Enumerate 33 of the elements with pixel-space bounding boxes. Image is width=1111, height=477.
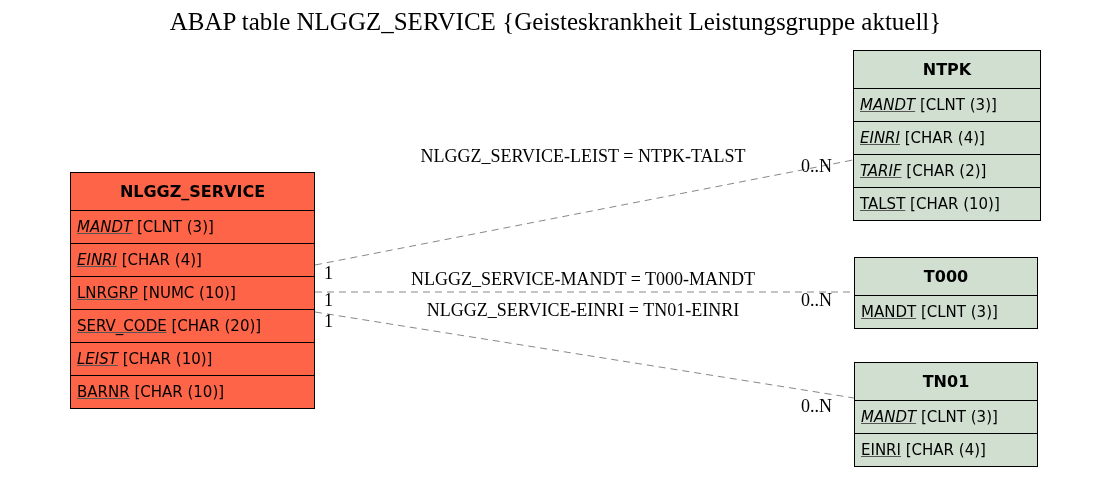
cardinality-label: 0..N (801, 396, 832, 416)
field-label: MANDT [CLNT (3)] (861, 304, 998, 320)
field-label: LNRGRP [NUMC (10)] (77, 285, 236, 301)
table-box (854, 362, 1038, 467)
cardinality-label: 0..N (801, 156, 832, 176)
table-name: NLGGZ_SERVICE (119, 183, 266, 200)
table-name: NTPK (922, 61, 972, 78)
cardinality-label: 1 (324, 263, 333, 283)
cardinality-label: 1 (324, 290, 333, 310)
field-label: EINRI [CHAR (4)] (77, 252, 202, 268)
table-box (70, 172, 315, 409)
cardinality-label: 0..N (801, 290, 832, 310)
connector-line (314, 159, 854, 266)
table-box (854, 257, 1038, 329)
field-label: TALST [CHAR (10)] (860, 196, 1000, 212)
field-label: MANDT [CLNT (3)] (861, 409, 998, 425)
cardinality-label: 1 (324, 311, 333, 331)
table-name: TN01 (922, 373, 970, 390)
edge-label: NLGGZ_SERVICE-LEIST = NTPK-TALST (420, 146, 746, 166)
field-label: MANDT [CLNT (3)] (860, 97, 997, 113)
field-label: SERV_CODE [CHAR (20)] (77, 318, 262, 334)
field-label: EINRI [CHAR (4)] (861, 442, 986, 458)
table-box (853, 50, 1041, 221)
edge-label: NLGGZ_SERVICE-EINRI = TN01-EINRI (426, 300, 740, 320)
edge-label: NLGGZ_SERVICE-MANDT = T000-MANDT (411, 269, 755, 289)
field-label: LEIST [CHAR (10)] (77, 351, 213, 367)
field-label: TARIF [CHAR (2)] (860, 163, 987, 179)
diagram-title: ABAP table NLGGZ_SERVICE {Geisteskrankheit Leistungsgruppe aktuell} (169, 9, 942, 34)
field-label: EINRI [CHAR (4)] (860, 130, 985, 146)
field-label: MANDT [CLNT (3)] (77, 219, 214, 235)
connector-line (314, 311, 855, 399)
table-name: T000 (923, 268, 969, 285)
field-label: BARNR [CHAR (10)] (77, 384, 225, 400)
